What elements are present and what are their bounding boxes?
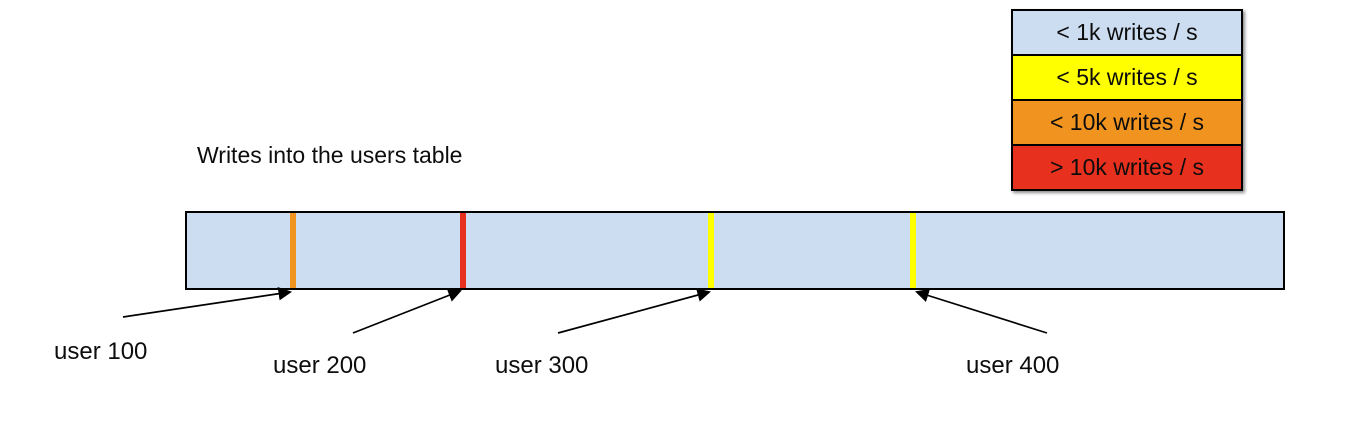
user-200-label: user 200	[273, 352, 367, 379]
arrow-user-100	[122, 286, 293, 318]
user-400-label: user 400	[966, 352, 1060, 379]
legend-row-lt-1k: < 1k writes / s	[1013, 11, 1241, 56]
arrow-user-400	[915, 288, 1048, 334]
user-100-label: user 100	[54, 338, 148, 365]
write-rate-legend: < 1k writes / s < 5k writes / s < 10k wr…	[1011, 9, 1243, 191]
user-300-label: user 300	[495, 352, 589, 379]
users-table-bar	[185, 211, 1285, 290]
legend-row-gt-10k: > 10k writes / s	[1013, 146, 1241, 189]
arrow-user-200	[352, 288, 462, 334]
arrow-user-300	[557, 288, 711, 334]
tick-user-200	[460, 213, 467, 288]
legend-row-lt-10k: < 10k writes / s	[1013, 101, 1241, 146]
tick-user-100	[290, 213, 297, 288]
tick-user-300	[707, 213, 714, 288]
tick-user-400	[909, 213, 916, 288]
legend-row-lt-5k: < 5k writes / s	[1013, 56, 1241, 101]
diagram-title: Writes into the users table	[197, 142, 463, 168]
